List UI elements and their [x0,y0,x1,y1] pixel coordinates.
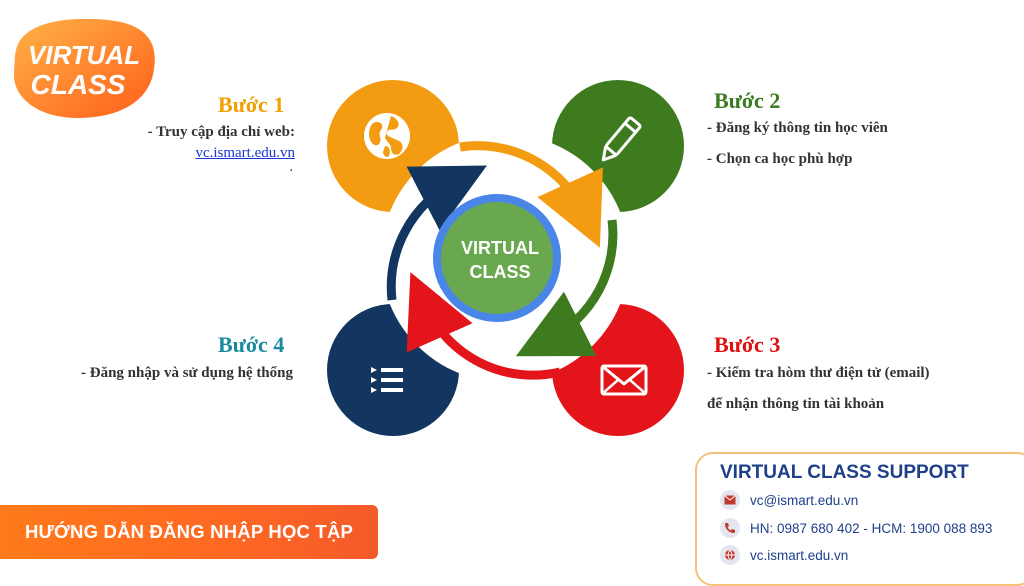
arrow-2-to-3 [515,219,618,357]
step1-trailing-dot: . [290,163,293,174]
step1-link[interactable]: vc.ismart.edu.vn [195,145,295,161]
email-icon [720,490,740,510]
guide-banner: HƯỚNG DẪN ĐĂNG NHẬP HỌC TẬP [0,505,378,559]
support-title: VIRTUAL CLASS SUPPORT [720,462,969,483]
logo-line2: CLASS [31,69,126,100]
web-icon [720,545,740,565]
phone-icon [720,518,740,538]
step4-title: Bước 4 [218,332,285,357]
envelope-icon [600,364,648,396]
center-circle [441,202,553,314]
step1-title: Bước 1 [218,92,285,117]
cycle-diagram: VIRTUAL CLASS [327,80,684,436]
step3-title: Bước 3 [714,332,781,357]
support-email-row: vc@ismart.edu.vn [720,490,858,510]
support-box [695,452,1024,586]
step2-line2: - Chọn ca học phù hợp [707,151,853,167]
step4-line1: - Đăng nhập và sử dụng hệ thống [81,365,293,381]
pencil-icon [601,116,642,162]
globe-icon [364,113,410,159]
step3-line2: để nhận thông tin tài khoản [707,396,885,412]
step1-line: - Truy cập địa chỉ web: [147,124,295,140]
center-line2: CLASS [469,262,530,282]
arrow-3-to-4 [406,272,562,380]
step3-line1: - Kiểm tra hòm thư điện tử (email) [707,365,930,381]
arrow-1-to-2 [459,141,603,248]
center-line1: VIRTUAL [461,238,539,258]
support-phone: HN: 0987 680 402 - HCM: 1900 088 893 [750,520,993,536]
step2-line1: - Đăng ký thông tin học viên [707,120,888,136]
virtual-class-logo: VIRTUAL CLASS [13,18,155,119]
support-website-row: vc.ismart.edu.vn [720,545,848,565]
support-website[interactable]: vc.ismart.edu.vn [750,547,849,563]
support-phone-row: HN: 0987 680 402 - HCM: 1900 088 893 [720,518,992,538]
logo-line1: VIRTUAL [28,40,140,70]
step2-title: Bước 2 [714,88,781,113]
support-email[interactable]: vc@ismart.edu.vn [750,492,859,508]
arrow-4-to-1 [386,165,487,301]
list-icon [371,367,403,393]
